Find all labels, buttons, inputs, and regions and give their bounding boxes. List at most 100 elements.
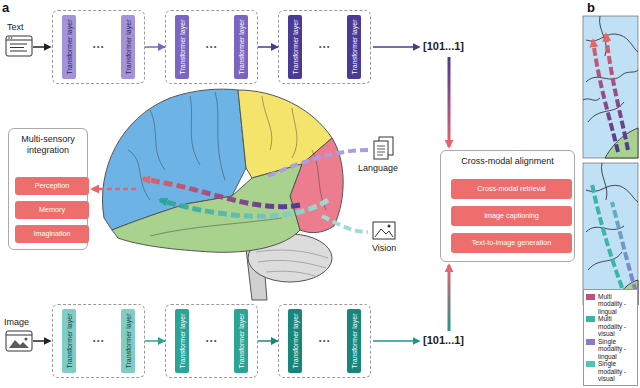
layer-label: Transformer layer <box>238 20 245 75</box>
transformer-layer: Transformer layer <box>347 309 361 373</box>
transformer-layer: Transformer layer <box>175 15 189 79</box>
button-label: Perception <box>15 182 89 189</box>
button-label: Cross-modal retrieval <box>451 185 572 192</box>
document-icon <box>374 137 393 159</box>
image-icon-part <box>9 340 29 348</box>
text-icon-part <box>11 37 13 39</box>
flow-arrow <box>145 340 165 342</box>
layer-label: Transformer layer <box>351 20 358 75</box>
text-icon-part <box>6 36 32 56</box>
image-icon-part <box>6 331 32 351</box>
layer-label: Transformer layer <box>125 314 132 369</box>
input-arrow <box>33 46 50 48</box>
transformer-layer: Transformer layer <box>121 309 135 373</box>
cortex-zoom-part <box>593 40 618 152</box>
embedding-arrow <box>373 340 419 342</box>
transformer-layer: Transformer layer <box>62 15 76 79</box>
lingual-pathway <box>268 150 368 176</box>
cortex-zoom-part <box>605 128 638 158</box>
cortex-zoom-part-part <box>583 98 600 100</box>
layer-group: ···Transformer layerTransformer layer <box>278 304 371 378</box>
button-label: Memory <box>15 206 89 213</box>
layer-label: Transformer layer <box>238 314 245 369</box>
legend-text: Single modality - lingual <box>598 338 635 360</box>
legend-box: Multi modality - lingualMulti modality -… <box>583 289 638 386</box>
brain-illustration-part-part <box>150 218 282 236</box>
text-icon-part <box>10 51 27 52</box>
transformer-layer: Transformer layer <box>234 309 248 373</box>
cortex-zoom-part <box>592 184 626 298</box>
legend-swatch <box>586 316 595 322</box>
brain-illustration-part <box>256 250 328 277</box>
legend-row: Single modality - lingual <box>586 338 635 360</box>
layer-label: Transformer layer <box>351 314 358 369</box>
figure-label: Image <box>4 317 29 328</box>
text-icon <box>6 36 32 56</box>
cortex-zoom-part-part <box>601 163 606 200</box>
cortex-zoom-part-part <box>588 252 622 270</box>
document-icon-part <box>377 155 383 156</box>
figure-label: [101...1] <box>423 334 464 347</box>
image-icon-part <box>24 337 27 340</box>
picture-icon <box>373 222 395 239</box>
visual-pathway <box>322 216 368 232</box>
figure-label: [101...1] <box>423 40 464 53</box>
brain-illustration-part <box>290 138 343 233</box>
cortex-zoom-part <box>583 16 638 158</box>
module-box: Cross-modal alignmentCross-modal retriev… <box>440 150 575 262</box>
cortex-zoom-part <box>606 34 628 150</box>
legend-text: Multi modality - visual <box>598 315 635 337</box>
box-heading: Cross-modal alignment <box>444 156 571 167</box>
panel-letter: a <box>2 0 9 16</box>
legend-text: Single modality - visual <box>598 360 635 382</box>
cortex-zoom <box>583 16 638 158</box>
panel-letter: b <box>587 0 595 16</box>
text-icon-part <box>8 37 10 39</box>
layer-label: Transformer layer <box>66 314 73 369</box>
function-button: Image captioning <box>451 206 572 226</box>
function-button: Text-to-image generation <box>451 233 572 253</box>
picture-icon-part <box>375 229 393 237</box>
legend-row: Single modality - visual <box>586 360 635 382</box>
image-icon-part <box>6 335 32 336</box>
integration-arrow <box>92 188 136 191</box>
function-button: Imagination <box>15 225 89 243</box>
layer-group: ···Transformer layerTransformer layer <box>278 10 371 84</box>
transformer-layer: Transformer layer <box>175 309 189 373</box>
figure-label: Language <box>358 163 398 174</box>
multi-visual-pathway <box>160 200 328 216</box>
brain-illustration-part-part <box>215 92 225 180</box>
picture-icon-part <box>388 225 391 228</box>
alignment-arrow <box>448 265 451 331</box>
cortex-zoom-part <box>612 202 636 292</box>
flow-arrow <box>145 46 165 48</box>
brain-illustration-part-part <box>292 108 297 158</box>
document-icon-part <box>374 141 388 159</box>
legend-swatch <box>586 361 595 367</box>
picture-icon-part <box>373 222 395 239</box>
legend-row: Multi modality - lingual <box>586 293 635 315</box>
box-heading: Multi-sensory integration <box>12 134 84 156</box>
transformer-layer: Transformer layer <box>121 15 135 79</box>
transformer-layer: Transformer layer <box>288 309 302 373</box>
layer-group: ···Transformer layerTransformer layer <box>165 304 258 378</box>
document-icon-part <box>377 152 385 153</box>
layer-label: Transformer layer <box>125 20 132 75</box>
figure-label: Text <box>7 22 24 33</box>
brain-illustration-part-part <box>150 110 165 170</box>
transformer-layer: Transformer layer <box>347 15 361 79</box>
text-icon-part <box>6 40 32 41</box>
function-button: Memory <box>15 201 89 219</box>
cortex-zoom <box>583 163 638 305</box>
layer-label: Transformer layer <box>179 20 186 75</box>
transformer-layer: Transformer layer <box>234 15 248 79</box>
brain-illustration-part-part <box>128 150 150 200</box>
module-box: Multi-sensory integrationPerceptionMemor… <box>8 128 88 250</box>
button-label: Text-to-image generation <box>451 239 572 246</box>
layer-group: ···Transformer layerTransformer layer <box>52 304 145 378</box>
alignment-arrow <box>448 57 451 147</box>
transformer-layer: Transformer layer <box>62 309 76 373</box>
flow-arrow <box>258 340 278 342</box>
embedding-arrow <box>373 46 419 48</box>
